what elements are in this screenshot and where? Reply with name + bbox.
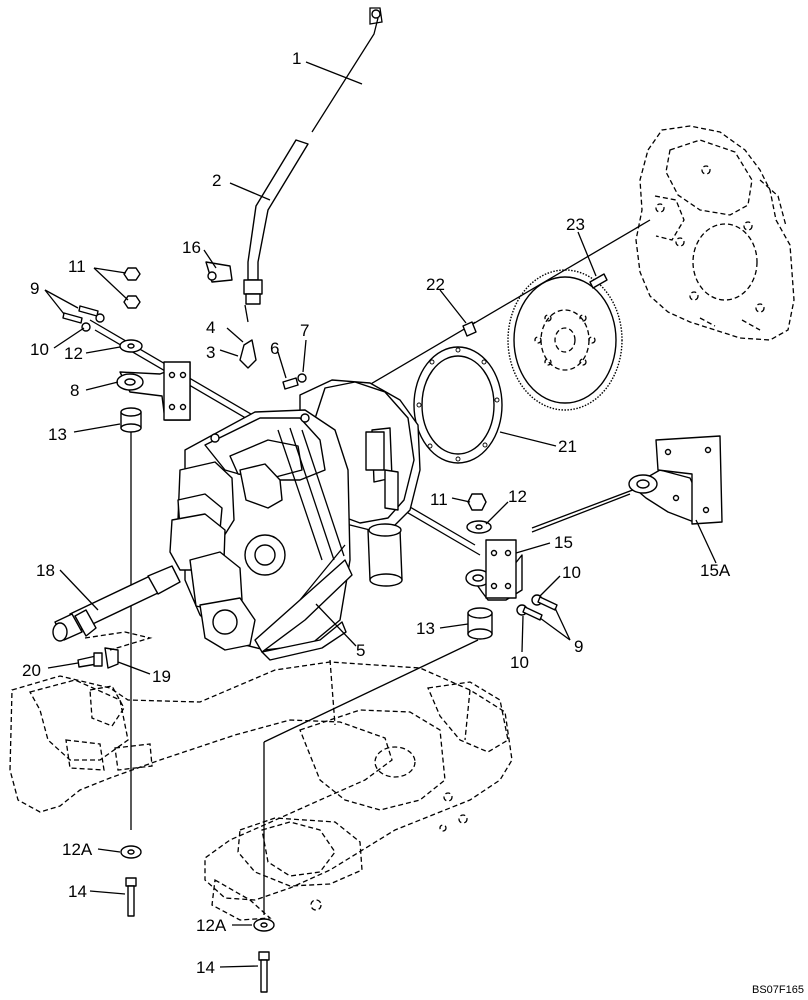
callout-12-left: 12 [64,344,83,363]
callout-1: 1 [292,49,301,68]
flywheel [507,269,623,411]
callout-10-right-upper: 10 [562,563,581,582]
left-mount [116,361,191,917]
callout-21: 21 [558,437,577,456]
callout-19: 19 [152,667,171,686]
callout-14-right: 14 [196,958,215,977]
callout-16: 16 [182,238,201,257]
dipstick-and-tube [239,7,383,369]
callout-15: 15 [554,533,573,552]
callout-3: 3 [206,343,215,362]
callout-4: 4 [206,318,215,337]
callout-10-right-lower: 10 [510,653,529,672]
transmission [169,379,421,661]
callout-labels: 1 2 16 11 9 10 12 8 4 3 6 7 13 22 23 21 … [22,49,731,977]
callout-13-left: 13 [48,425,67,444]
callout-12A-left: 12A [62,840,93,859]
callout-22: 22 [426,275,445,294]
callout-8: 8 [70,381,79,400]
callout-14-left: 14 [68,882,87,901]
callout-20: 20 [22,661,41,680]
callout-15A: 15A [700,561,731,580]
callout-5: 5 [356,641,365,660]
adapter-ring [413,346,503,464]
bracket-15A [628,435,723,525]
callout-23: 23 [566,215,585,234]
flywheel-housing [635,125,795,341]
figure-code: BS07F165 [752,984,804,996]
callout-11-left: 11 [68,257,86,276]
right-mount [253,539,523,993]
drive-shaft [52,565,181,651]
callout-10-left: 10 [30,340,49,359]
callout-18: 18 [36,561,55,580]
callout-9-left: 9 [30,279,39,298]
callout-12-right: 12 [508,487,527,506]
fasteners [62,261,608,669]
callout-6: 6 [270,339,279,358]
frame-chassis [9,659,513,921]
callout-7: 7 [300,321,309,340]
callout-13-right: 13 [416,619,435,638]
callout-11-right: 11 [430,490,448,509]
leader-lines [44,61,717,968]
callout-9-right: 9 [574,637,583,656]
callout-12A-right: 12A [196,916,227,935]
callout-2: 2 [212,171,221,190]
